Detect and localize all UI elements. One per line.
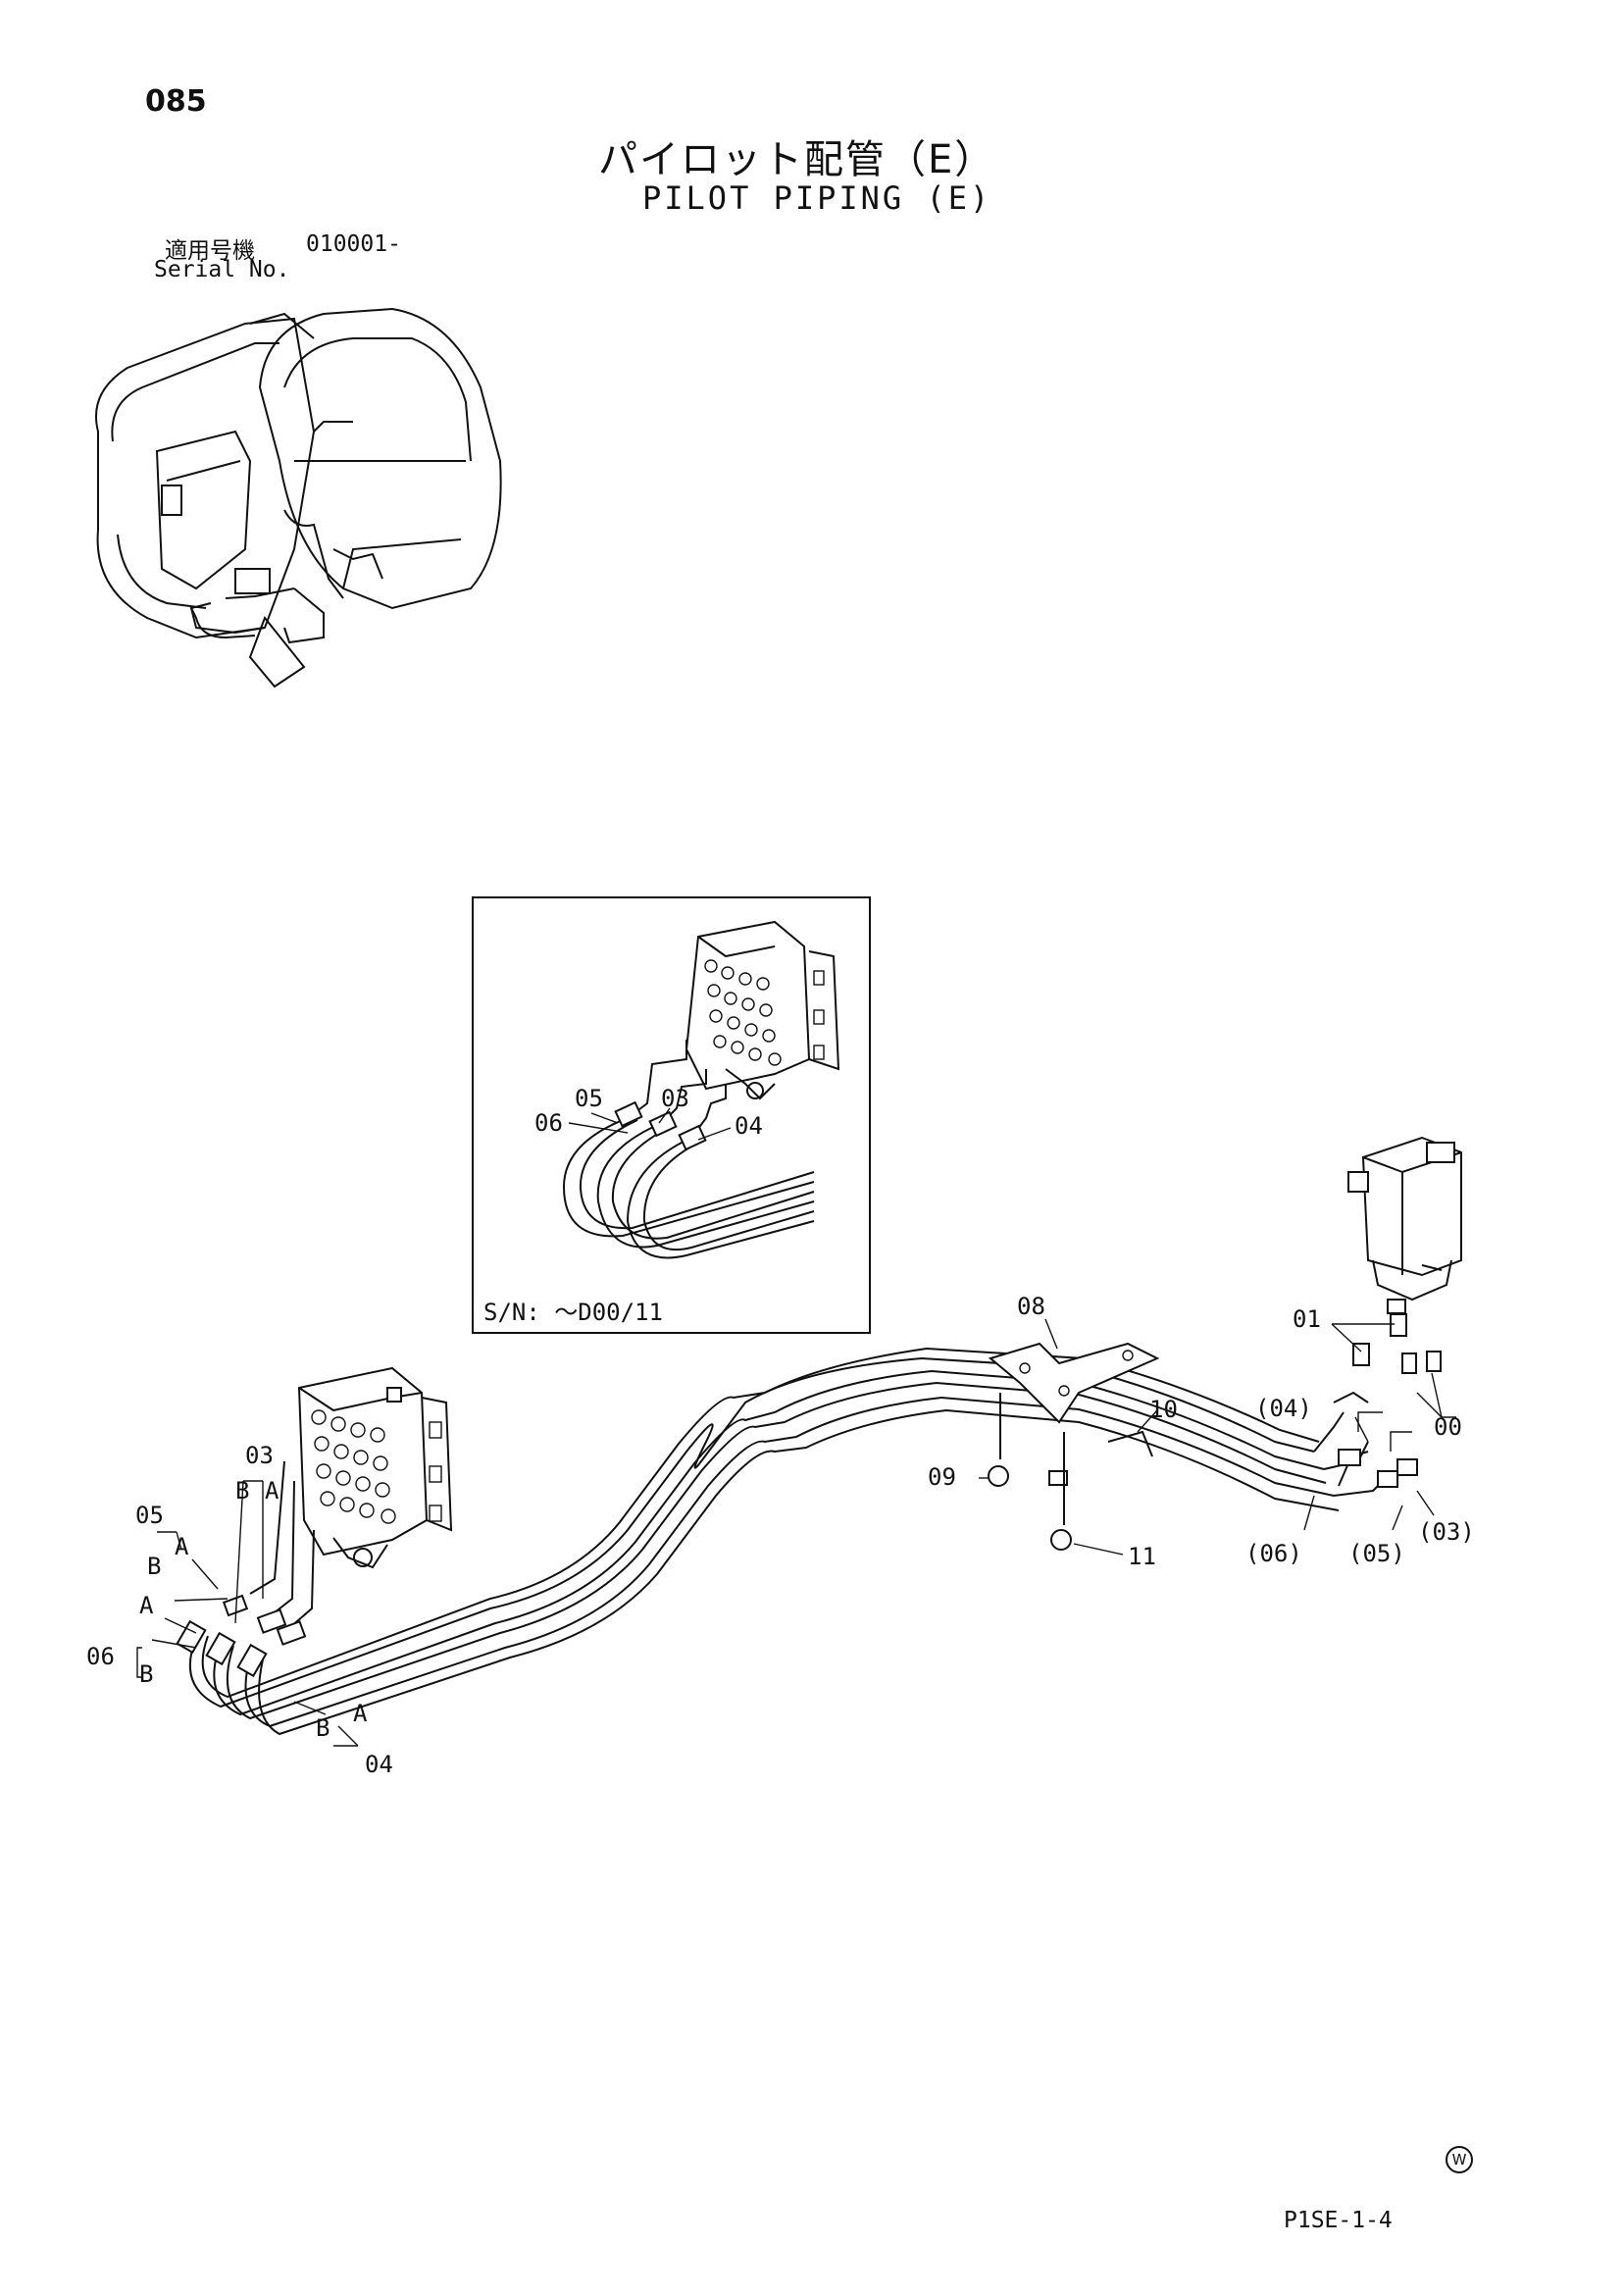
hose-bracket: [988, 1342, 1160, 1486]
callout-04-ref: (04): [1255, 1395, 1312, 1422]
bolt-11: [1050, 1432, 1072, 1551]
callout-05: 05: [135, 1502, 164, 1529]
page-number: 085: [145, 84, 207, 119]
callout-05-letter-a: A: [175, 1533, 189, 1560]
inset-valve-block: [685, 920, 840, 1100]
callout-03-ref: (03): [1418, 1518, 1475, 1546]
serial-label-english: Serial No.: [154, 257, 290, 282]
inset-serial-note: S/N: ～D00/11: [483, 1299, 663, 1326]
inset-callout-04: 04: [735, 1112, 763, 1140]
inset-callout-06: 06: [534, 1109, 563, 1137]
w-mark: W: [1446, 2146, 1473, 2173]
serial-label-japanese: 適用号機: [165, 238, 255, 264]
callout-06: 06: [86, 1643, 115, 1670]
serial-value: 010001-: [306, 231, 401, 257]
callout-11: 11: [1128, 1543, 1156, 1570]
callout-06-letter-a: A: [139, 1592, 154, 1619]
callout-03: 03: [245, 1442, 274, 1469]
inset-detail-box: [472, 896, 871, 1334]
leader-lines: [136, 1318, 1456, 1747]
callout-03-letter-b: B: [235, 1477, 249, 1505]
pilot-valve: [1347, 1136, 1462, 1314]
callout-08: 08: [1017, 1293, 1045, 1320]
callout-10: 10: [1149, 1396, 1178, 1423]
callout-06-ref: (06): [1245, 1540, 1302, 1567]
machine-overview-illustration: [95, 307, 502, 689]
document-code: P1SE-1-4: [1284, 2208, 1393, 2233]
callout-00: 00: [1434, 1413, 1462, 1441]
callout-04-letter-a: A: [353, 1700, 368, 1727]
page-title-japanese: パイロット配管（E）: [598, 137, 996, 182]
callout-01: 01: [1293, 1305, 1321, 1333]
bolt-09: [988, 1393, 1009, 1487]
fittings: [1333, 1313, 1442, 1488]
callout-05-ref: (05): [1348, 1540, 1405, 1567]
inset-callout-05: 05: [575, 1085, 603, 1112]
inset-callout-03: 03: [661, 1085, 689, 1112]
callout-04: 04: [365, 1751, 393, 1778]
control-valve-block: [297, 1366, 453, 1569]
callout-06-letter-b: B: [139, 1660, 153, 1688]
callout-09: 09: [928, 1463, 956, 1491]
callout-04-letter-b: B: [316, 1714, 330, 1742]
page-title-english: PILOT PIPING (E): [642, 179, 992, 217]
callout-05-letter-b: B: [147, 1553, 161, 1580]
callout-03-letter-a: A: [265, 1477, 279, 1505]
